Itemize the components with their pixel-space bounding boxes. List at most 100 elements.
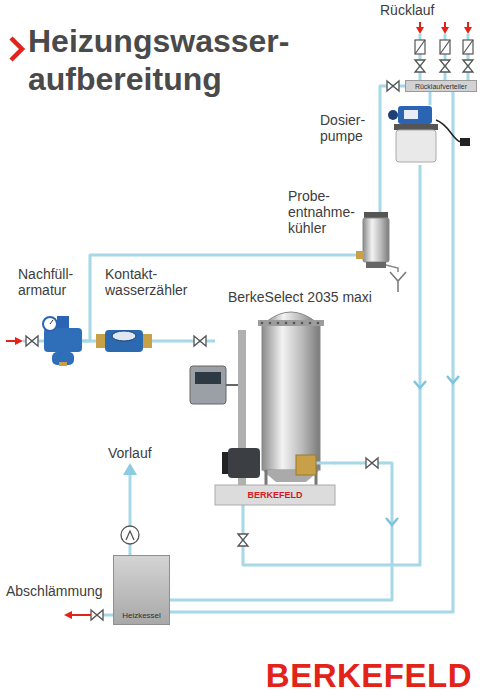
treatment-unit-picture: [296, 455, 316, 475]
brand-plate-holder: BERKEFELD: [247, 490, 302, 501]
flow-arrow: [386, 518, 398, 525]
treatment-unit-picture: [277, 322, 280, 325]
component-label-holder: Probe- entnahme- kühler: [288, 188, 355, 236]
sample-cooler: Probe- entnahme- kühler: [360, 212, 392, 268]
refill-fitting-picture: [50, 320, 53, 324]
return-pipe: [415, 40, 425, 54]
treatment-unit-picture: [293, 322, 296, 325]
sample-cooler-picture: [356, 251, 364, 259]
dosing-pump-picture: [436, 120, 461, 142]
sample-cooler-picture: [364, 212, 388, 218]
return-pipe: [440, 40, 450, 54]
blowdown-line: [91, 610, 103, 620]
flow-label: Rücklauf: [380, 2, 434, 18]
treatment-unit-picture: [195, 372, 221, 384]
blowdown-line: [64, 611, 72, 619]
treatment-unit-picture: [228, 448, 260, 478]
treatment-unit-picture: [265, 470, 268, 486]
treatment-unit-picture: [261, 322, 264, 325]
refill-fitting-picture: [43, 316, 82, 366]
return-pipe: [463, 22, 473, 80]
blowdown-line: [72, 614, 91, 616]
water-meter-picture: [105, 330, 143, 352]
return-pipe: [440, 60, 450, 72]
refill-fitting-picture: [57, 316, 69, 328]
distributor-label: Rücklaufverteiler: [415, 82, 467, 91]
component-label: Nachfüll- armatur: [18, 266, 73, 298]
title-holder: Heizungswasser- aufbereitung: [28, 22, 289, 98]
dosing-pump-picture: [396, 130, 436, 162]
treatment-unit-picture: [258, 320, 324, 326]
pipe-connector: [429, 92, 432, 105]
diagram-title: Heizungswasser- aufbereitung: [28, 22, 289, 98]
treatment-unit-picture: [190, 366, 226, 404]
return-pipe: [463, 60, 473, 72]
refill-fitting-picture: [52, 352, 74, 365]
dosing-pump-picture: [388, 106, 470, 162]
water-meter-picture: [112, 331, 136, 341]
sample-cooler-picture: [366, 262, 386, 268]
boiler-label-holder: Heizkessel: [122, 611, 161, 621]
sample-cooler-picture: [390, 272, 406, 292]
return-pipe: [463, 40, 473, 54]
refill-fitting-picture: [59, 362, 67, 366]
flow-label: Abschlämmung: [6, 583, 103, 599]
treatment-unit-picture: [309, 322, 312, 325]
component-label: Kontakt- wasserzähler: [105, 266, 187, 298]
makeup-inlet: [6, 336, 44, 346]
treatment-unit-picture: [190, 312, 336, 505]
sample-cooler-picture: [386, 265, 398, 272]
brand-logo: BERKEFELD: [266, 658, 472, 694]
valve-symbol: [238, 534, 248, 546]
sample-cooler-picture: [363, 218, 389, 262]
return-pipe: [440, 40, 450, 54]
return-pipe: [464, 27, 472, 34]
pipe-connector: [170, 92, 453, 612]
return-pipe: [440, 22, 450, 80]
pipe-group: [82, 86, 453, 612]
unit-name: BerkeSelect 2035 maxi: [228, 289, 372, 305]
treatment-unit-picture: [215, 485, 335, 505]
flow-label-holder: Rücklauf: [380, 2, 434, 18]
valve-symbol: [194, 336, 206, 346]
makeup-inlet: [15, 337, 23, 345]
treatment-unit-picture: [262, 322, 320, 470]
water-meter-picture: [143, 334, 152, 348]
treatment-unit-picture: [226, 384, 238, 386]
component-label-holder: Kontakt- wasserzähler: [105, 266, 187, 298]
supply-line: [121, 463, 139, 555]
distributor-bar: Rücklaufverteiler: [405, 80, 477, 92]
blowdown-line: [64, 610, 113, 620]
valve-symbol: [366, 458, 378, 468]
dosing-pump-picture: [398, 106, 432, 124]
brand-plate: BERKEFELD: [247, 490, 302, 501]
treatment-unit-picture: [301, 322, 304, 325]
refill-fitting: Nachfüll- armatur: [42, 316, 82, 366]
boiler-label: Heizkessel: [122, 611, 161, 621]
return-pipe: [415, 40, 425, 54]
pipe-connector: [170, 463, 392, 600]
return-pipes: [415, 22, 473, 80]
return-pipe: [441, 27, 449, 34]
dosing-pump-picture: [388, 110, 398, 120]
treatment-unit: BerkeSelect 2035 maxiBERKEFELD: [215, 312, 335, 505]
component-label-holder: Nachfüll- armatur: [18, 266, 73, 298]
supply-line: [126, 531, 134, 540]
flow-label-holder: Vorlauf: [108, 445, 152, 461]
blowdown-line: [102, 614, 113, 617]
treatment-unit-picture: [316, 462, 336, 465]
flow-arrow: [414, 381, 426, 388]
dosing-pump-picture: [404, 110, 418, 119]
dosing-pump: Dosier- pumpe: [388, 105, 440, 165]
supply-line: [121, 526, 139, 544]
component-label: Probe- entnahme- kühler: [288, 188, 355, 236]
brand-logo-holder: BERKEFELD: [266, 658, 472, 694]
component-label: Dosier- pumpe: [320, 112, 365, 144]
return-pipe: [415, 60, 425, 72]
water-meter: Kontakt- wasserzähler: [96, 330, 152, 352]
valve-symbol: [387, 81, 399, 91]
supply-line: [123, 463, 137, 475]
flow-label-holder: Abschlämmung: [6, 583, 103, 599]
title-chevron: [11, 38, 22, 60]
